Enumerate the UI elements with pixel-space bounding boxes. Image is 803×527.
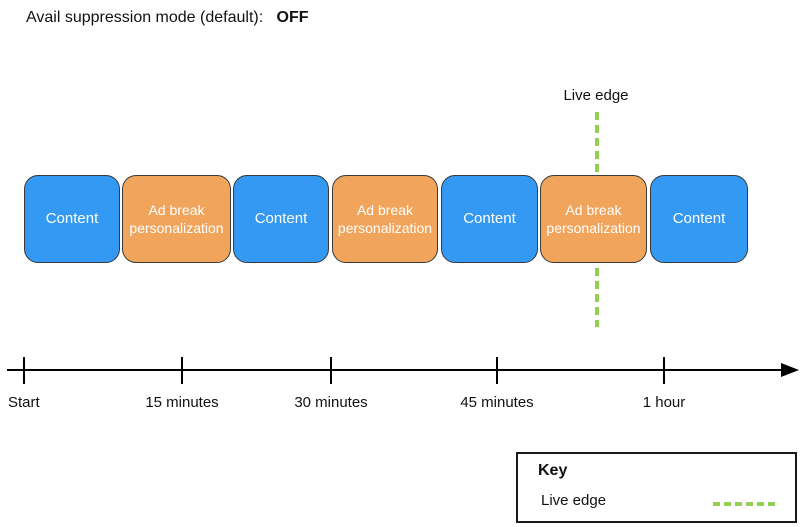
ad-break-block-label: Ad break personalization [129, 201, 224, 236]
diagram-title-text: Avail suppression mode (default): [26, 9, 264, 26]
content-block: Content [441, 175, 538, 263]
timeline-axis [7, 369, 783, 371]
live-edge-label: Live edge [563, 87, 629, 104]
key-legend-box: Key Live edge [516, 452, 797, 523]
axis-label-30min: 30 minutes [294, 394, 368, 411]
ad-break-block: Ad break personalization [332, 175, 438, 263]
axis-label-start: Start [8, 394, 40, 411]
live-edge-dash-swatch [713, 502, 777, 506]
key-title: Key [538, 462, 568, 479]
content-block-label: Content [254, 210, 308, 228]
axis-tick-30min [330, 357, 332, 384]
ad-break-block-label: Ad break personalization [546, 201, 641, 236]
key-item-live-edge-label: Live edge [541, 492, 607, 509]
timeline-axis-arrowhead [781, 363, 799, 377]
axis-label-1hour: 1 hour [642, 394, 686, 411]
axis-tick-15min [181, 357, 183, 384]
diagram-title-value: OFF [276, 9, 309, 26]
content-block: Content [233, 175, 329, 263]
ad-break-block-label: Ad break personalization [337, 201, 433, 236]
axis-tick-45min [496, 357, 498, 384]
content-block-label: Content [463, 210, 516, 228]
diagram-title: Avail suppression mode (default): OFF [26, 9, 309, 27]
content-block-label: Content [45, 210, 99, 228]
content-block: Content [650, 175, 748, 263]
ad-break-block: Ad break personalization [540, 175, 647, 263]
axis-label-15min: 15 minutes [145, 394, 219, 411]
content-block: Content [24, 175, 120, 263]
content-block-label: Content [672, 210, 726, 228]
live-edge-dashed-line-bottom [595, 268, 599, 327]
live-edge-dashed-line-top [595, 112, 599, 172]
axis-tick-start [23, 357, 25, 384]
axis-label-45min: 45 minutes [460, 394, 534, 411]
ad-break-block: Ad break personalization [122, 175, 231, 263]
axis-tick-1hour [663, 357, 665, 384]
